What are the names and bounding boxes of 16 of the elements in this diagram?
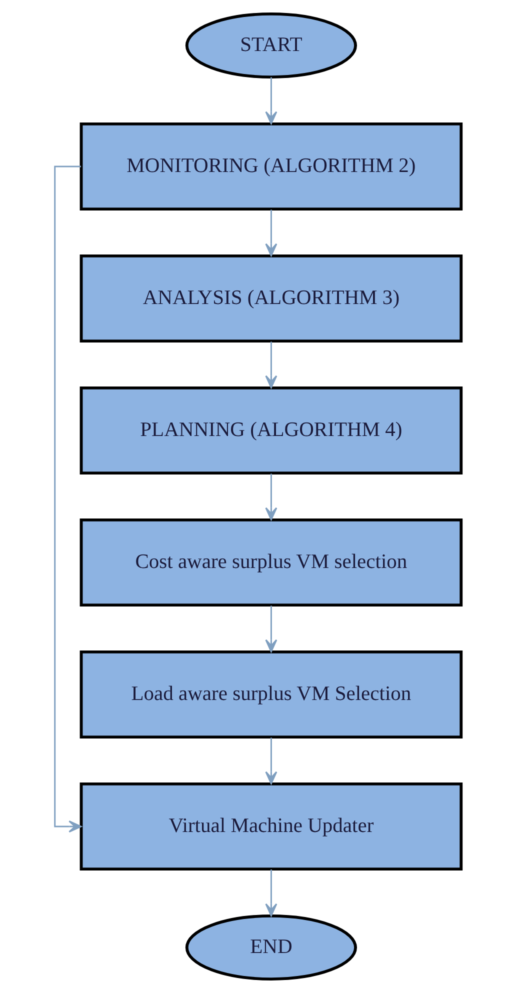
node-box: Load aware surplus VM Selection — [80, 650, 463, 738]
arrow — [265, 870, 278, 916]
node-box: MONITORING (ALGORITHM 2) — [80, 122, 463, 210]
arrow — [265, 342, 278, 388]
node-box: ANALYSIS (ALGORITHM 3) — [80, 254, 463, 342]
node-ellipse: END — [185, 914, 357, 980]
arrow — [265, 210, 278, 256]
node-ellipse: START — [185, 12, 357, 78]
node-box: Virtual Machine Updater — [80, 782, 463, 870]
arrow — [265, 474, 278, 520]
arrow — [265, 738, 278, 784]
arrow — [265, 606, 278, 652]
arrow — [265, 77, 278, 124]
node-box: Cost aware surplus VM selection — [80, 518, 463, 606]
arrow — [54, 166, 82, 833]
node-box: PLANNING (ALGORITHM 4) — [80, 386, 463, 474]
